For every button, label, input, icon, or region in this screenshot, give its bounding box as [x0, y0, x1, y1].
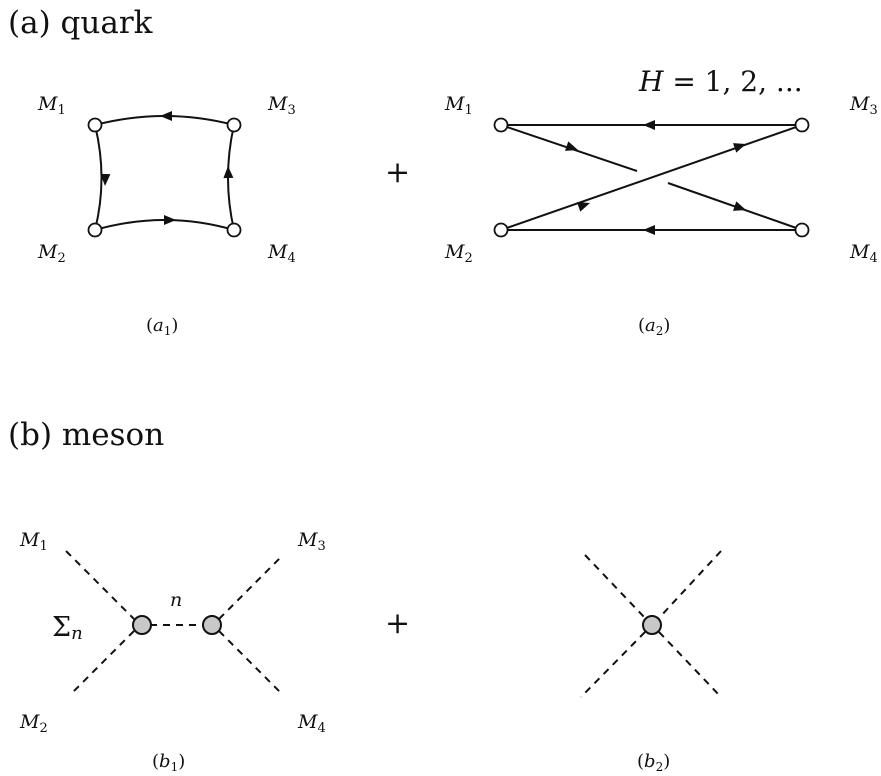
b1-label-m3: M3	[297, 529, 326, 554]
arrow-head-icon	[577, 202, 590, 212]
filled-vertex-icon	[132, 615, 152, 635]
meson-line-upper-left	[584, 554, 646, 619]
a1-label-m3: M3	[267, 93, 296, 118]
a1-label-m1: M1	[37, 93, 66, 118]
section-b-title: (b) meson	[8, 417, 164, 453]
a2-arrows	[565, 120, 746, 235]
quark-line-left	[94, 124, 103, 231]
meson-line-lower-right	[658, 631, 722, 698]
a2-caption: (a2)	[638, 315, 670, 338]
quark-line-crossing-lower	[500, 124, 803, 231]
a2-vertices	[493, 117, 810, 238]
b1-label-m1: M1	[19, 529, 48, 554]
diagram-b1	[65, 550, 284, 696]
filled-vertex-icon	[642, 615, 662, 635]
meson-line-upper-right	[218, 554, 284, 620]
meson-line-upper-left	[65, 550, 135, 620]
a2-helicity-label: H = 1, 2, ...	[638, 65, 803, 98]
open-vertex-icon	[794, 222, 810, 238]
b1-vertices	[132, 615, 222, 635]
a1-vertices	[87, 117, 242, 238]
open-vertex-icon	[87, 117, 103, 133]
meson-line-lower-left	[580, 631, 646, 698]
section-a-title: (a) quark	[8, 5, 153, 41]
meson-line-lower-left	[69, 630, 135, 696]
meson-line-lower-right	[218, 630, 284, 696]
open-vertex-icon	[493, 222, 509, 238]
arrow-head-icon	[733, 201, 746, 211]
a2-label-m2: M2	[444, 241, 473, 266]
diagram-b2	[580, 550, 722, 698]
arrow-head-icon	[223, 166, 234, 179]
open-vertex-icon	[794, 117, 810, 133]
a2-label-m3: M3	[849, 93, 878, 118]
open-vertex-icon	[226, 222, 242, 238]
a1-arrows	[100, 111, 234, 225]
b1-caption: (b1)	[152, 751, 185, 774]
plus-sign-a: +	[385, 155, 410, 190]
b1-label-m2: M2	[19, 711, 48, 736]
b2-caption: (b2)	[637, 751, 670, 774]
b1-exchange-label: n	[170, 589, 182, 611]
a1-label-m4: M4	[267, 241, 296, 266]
arrow-head-icon	[733, 143, 746, 153]
a2-label-m4: M4	[849, 241, 878, 266]
open-vertex-icon	[87, 222, 103, 238]
arrow-head-icon	[643, 120, 655, 130]
plus-sign-b: +	[385, 606, 410, 641]
open-vertex-icon	[493, 117, 509, 133]
arrow-head-icon	[643, 225, 655, 235]
meson-line-upper-right	[658, 550, 722, 619]
diagram-a2	[500, 124, 803, 231]
arrow-head-icon	[160, 111, 172, 121]
a2-label-m1: M1	[444, 93, 473, 118]
b1-label-m4: M4	[297, 711, 326, 736]
b1-sum-symbol: Σn	[52, 612, 83, 644]
diagram-a1	[94, 115, 235, 231]
arrow-head-icon	[100, 173, 111, 186]
a1-label-m2: M2	[37, 241, 66, 266]
arrow-head-icon	[565, 141, 578, 151]
arrow-head-icon	[164, 215, 176, 225]
open-vertex-icon	[226, 117, 242, 133]
filled-vertex-icon	[202, 615, 222, 635]
a1-caption: (a1)	[146, 315, 178, 338]
